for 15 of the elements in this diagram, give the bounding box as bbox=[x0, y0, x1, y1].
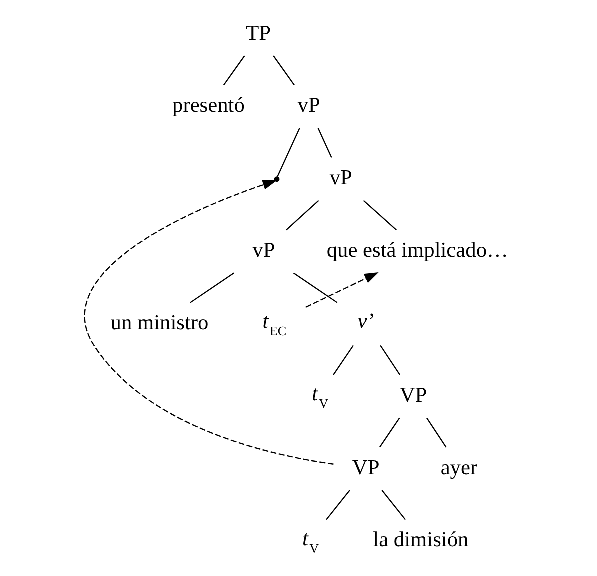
node-text: t$_{EC}$ bbox=[262, 309, 286, 339]
node-text: vP bbox=[329, 166, 352, 190]
node-text: la dimisión bbox=[372, 528, 468, 552]
node-text: que está implicado… bbox=[326, 238, 508, 262]
node-text: VP bbox=[399, 382, 427, 407]
node-text: v’ bbox=[357, 309, 376, 334]
node-text: VP bbox=[352, 455, 380, 480]
node-text: un ministro bbox=[110, 310, 208, 334]
node-text: vP bbox=[297, 93, 320, 118]
node-text: vP bbox=[252, 238, 275, 262]
node-text: presentó bbox=[172, 93, 244, 118]
node-text: t$_{V}$ bbox=[302, 526, 319, 556]
node-text: TP bbox=[246, 20, 271, 45]
node-text: t$_{V}$ bbox=[312, 382, 328, 412]
node-text: ayer bbox=[440, 455, 478, 480]
